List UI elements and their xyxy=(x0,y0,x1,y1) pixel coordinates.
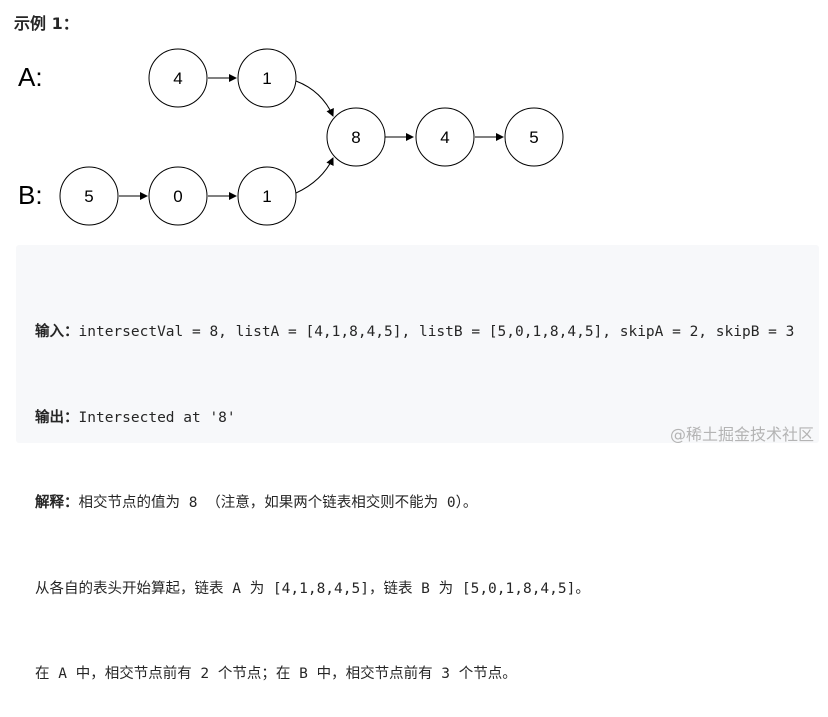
list-b-node: 1 xyxy=(237,166,297,226)
list-b-node: 0 xyxy=(148,166,208,226)
watermark: @稀土掘金技术社区 xyxy=(669,425,814,444)
list-b-node: 5 xyxy=(59,166,119,226)
node-value: 5 xyxy=(529,128,538,147)
list-a-node: 1 xyxy=(237,48,297,108)
node-value: 1 xyxy=(262,187,271,206)
output-text: Intersected at '8' xyxy=(78,409,236,426)
output-label: 输出： xyxy=(35,409,79,426)
edge-a1-shared xyxy=(295,80,334,117)
input-line: 输入：intersectVal = 8, listA = [4,1,8,4,5]… xyxy=(35,318,801,347)
list-a-node: 4 xyxy=(148,48,208,108)
list-b-label: B: xyxy=(18,180,43,210)
node-value: 8 xyxy=(351,128,360,147)
explanation-line: 解释：相交节点的值为 8 （注意，如果两个链表相交则不能为 0）。 xyxy=(35,489,801,518)
explanation-line: 在 A 中，相交节点前有 2 个节点；在 B 中，相交节点前有 3 个节点。 xyxy=(35,666,517,682)
explanation-line: 从各自的表头开始算起，链表 A 为 [4,1,8,4,5]，链表 B 为 [5,… xyxy=(35,580,590,597)
node-value: 4 xyxy=(440,128,449,147)
node-value: 0 xyxy=(173,187,182,206)
shared-node: 4 xyxy=(415,107,475,167)
explanation-text: 相交节点的值为 8 （注意，如果两个链表相交则不能为 0）。 xyxy=(78,495,478,511)
explanation-label: 解释： xyxy=(35,495,79,511)
example-heading: 示例 1： xyxy=(14,14,79,33)
shared-node: 5 xyxy=(504,107,564,167)
linked-list-diagram: A: B: 4 1 5 0 1 8 4 5 xyxy=(18,48,564,226)
output-line: 输出：Intersected at '8' xyxy=(35,404,801,433)
node-value: 4 xyxy=(173,69,182,88)
example-code-block: 输入：intersectVal = 8, listA = [4,1,8,4,5]… xyxy=(16,245,819,682)
intersection-node: 8 xyxy=(326,107,386,167)
input-text: intersectVal = 8, listA = [4,1,8,4,5], l… xyxy=(78,324,795,340)
edge-b2-shared xyxy=(295,157,334,194)
node-value: 5 xyxy=(84,187,93,206)
list-a-label: A: xyxy=(18,62,43,92)
node-value: 1 xyxy=(262,69,271,88)
input-label: 输入： xyxy=(35,324,79,340)
